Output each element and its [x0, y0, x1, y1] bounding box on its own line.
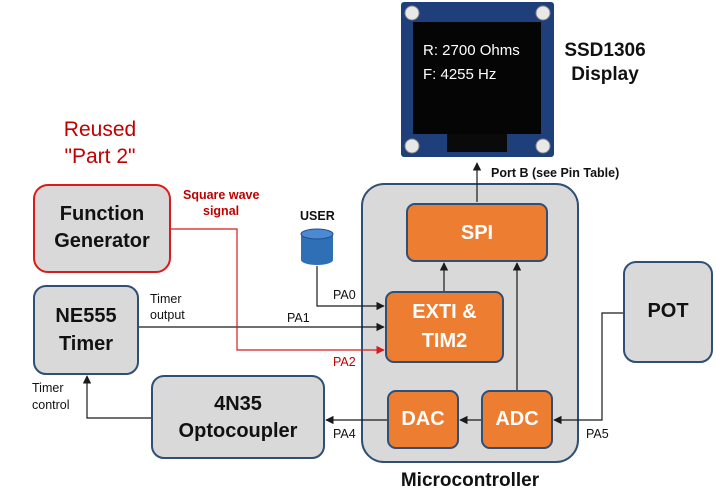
- reused-label-line-2: "Part 2": [64, 145, 136, 168]
- adc-box: [481, 390, 553, 449]
- ne555-label-line-1: NE555: [55, 305, 117, 327]
- optocoupler-label-line-1: 4N35: [214, 393, 262, 415]
- pa0-label: PA0: [333, 288, 356, 302]
- optocoupler-label-line-2: Optocoupler: [178, 420, 298, 442]
- ne555-label-line-2: Timer: [58, 333, 114, 355]
- timer-control-label-line-1: Timer: [32, 381, 64, 395]
- spi-box: [406, 203, 548, 262]
- timer-control-line: [82, 375, 151, 419]
- pa5-line: [553, 312, 623, 425]
- spi-label: SPI: [460, 222, 494, 244]
- pa0-line: [316, 266, 385, 311]
- microcontroller-label: Microcontroller: [400, 470, 540, 491]
- square-wave-label-line-1: Square wave: [183, 188, 260, 202]
- timer-output-label-line-1: Timer: [150, 292, 182, 306]
- dac-label: DAC: [401, 408, 445, 430]
- optocoupler-box: [151, 375, 325, 459]
- screen-line-2: F: 4255 Hz: [423, 66, 497, 83]
- timer-output-label-line-2: output: [150, 308, 185, 322]
- square-wave-label-line-2: signal: [203, 204, 240, 218]
- pot-box: [623, 261, 713, 363]
- pa1-label: PA1: [287, 311, 310, 325]
- user-label: USER: [300, 209, 335, 223]
- pa2-label: PA2: [333, 355, 356, 369]
- display-title-line-2: Display: [571, 64, 639, 85]
- user-button-icon: [300, 228, 334, 265]
- adc-label: ADC: [495, 408, 539, 430]
- exti-label-line-1: EXTI &: [412, 301, 477, 323]
- function-generator-box: [33, 184, 171, 273]
- pa2-line: [171, 228, 385, 355]
- function-generator-label-line-2: Generator: [54, 230, 150, 252]
- timer-control-label-line-2: control: [32, 398, 70, 412]
- pot-label: POT: [647, 300, 689, 322]
- reused-label-line-1: Reused: [63, 118, 137, 141]
- screen-line-1: R: 2700 Ohms: [423, 42, 520, 59]
- pa4-label: PA4: [333, 427, 356, 441]
- exti-label-line-2: TIM2: [421, 330, 468, 352]
- display-title-line-1: SSD1306: [564, 40, 646, 61]
- port-b-label: Port B (see Pin Table): [491, 166, 620, 180]
- exti-tim2-box: [385, 291, 504, 363]
- oled-display-module: [401, 2, 554, 157]
- ne555-timer-box: [33, 285, 139, 375]
- dac-box: [387, 390, 459, 449]
- function-generator-label-line-1: Function: [59, 203, 145, 225]
- pa5-label: PA5: [586, 427, 609, 441]
